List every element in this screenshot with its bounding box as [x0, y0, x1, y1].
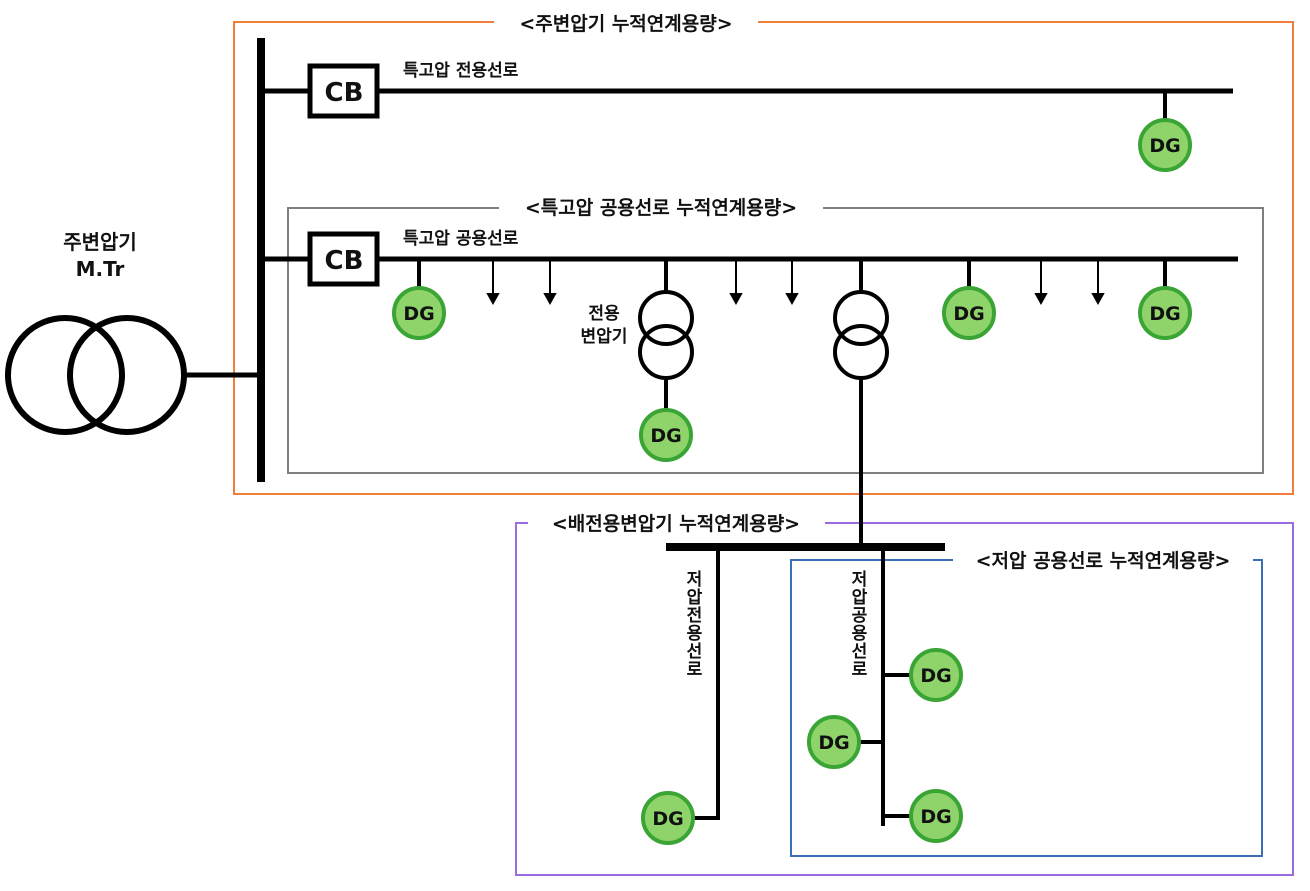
dedicated-transformer-label-1: 전용 [588, 304, 620, 324]
distribution-transformer-icon [833, 290, 889, 380]
transformer-code: M.Tr [76, 257, 125, 281]
dg-generator: DG [807, 715, 861, 769]
main-substation-box [233, 21, 1294, 495]
dedicated-transformer-icon [638, 290, 694, 380]
dist-transformer-box [515, 522, 1294, 876]
svg-text:DG: DG [818, 732, 849, 754]
dedicated-transformer-label-2: 변압기 [581, 326, 628, 347]
lv-shared-line-title: <저압 공용선로 누적연계용량> [976, 550, 1231, 572]
dg-generator: DG [639, 408, 693, 462]
lv-shared-label: 저압공용선로 [847, 570, 867, 678]
dg-generator: DG [392, 286, 446, 340]
svg-text:DG: DG [652, 808, 683, 830]
svg-text:DG: DG [403, 303, 434, 325]
dg-generator: DG [942, 286, 996, 340]
cb-label: CB [325, 246, 364, 276]
transformer-name: 주변압기 [63, 230, 137, 254]
main-substation-title: <주변압기 누적연계용량> [519, 13, 732, 35]
dg-generator: DG [909, 789, 963, 843]
eh-dedicated-label: 특고압 전용선로 [403, 60, 519, 81]
dg-generator: DG [1138, 286, 1192, 340]
svg-text:DG: DG [1149, 135, 1180, 157]
svg-text:DG: DG [920, 806, 951, 828]
load-arrow-icon [486, 261, 1105, 306]
dg-generator: DG [909, 648, 963, 702]
svg-text:DG: DG [920, 665, 951, 687]
main-transformer-icon [5, 315, 187, 435]
eh-shared-line-title: <특고압 공용선로 누적연계용량> [525, 197, 797, 219]
lv-dedicated-label: 저압전용선로 [682, 570, 702, 678]
svg-text:DG: DG [650, 425, 681, 447]
eh-shared-label: 특고압 공용선로 [403, 228, 519, 249]
circuit-breaker-1 [307, 63, 380, 119]
dist-transformer-title: <배전용변압기 누적연계용량> [552, 513, 800, 535]
cb-label: CB [325, 78, 364, 108]
dg-generator: DG [1138, 118, 1192, 172]
circuit-breaker-2 [307, 231, 380, 287]
dg-generator: DG [641, 791, 695, 845]
svg-text:DG: DG [1149, 303, 1180, 325]
svg-text:DG: DG [953, 303, 984, 325]
